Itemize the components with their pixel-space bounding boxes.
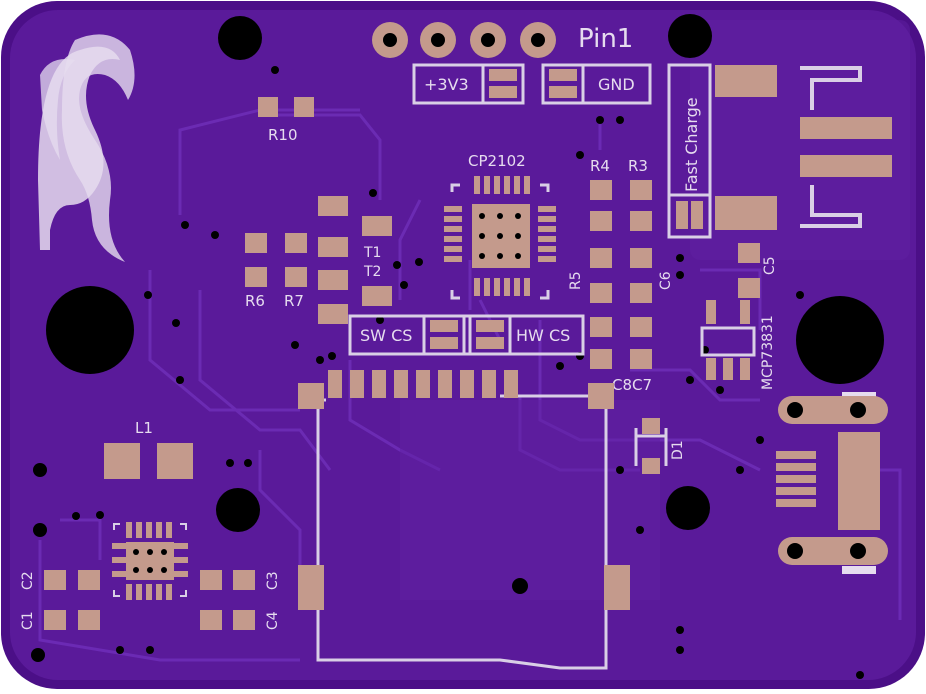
mount-hole-right: [796, 296, 884, 384]
label-c3: C3: [265, 571, 281, 590]
label-c2: C2: [20, 571, 36, 590]
label-d1: D1: [670, 440, 686, 460]
mount-hole-top: [218, 16, 262, 60]
label-c1: C1: [20, 611, 36, 630]
label-t1: T1: [363, 245, 381, 261]
label-cp2102: CP2102: [468, 152, 526, 170]
label-fast-charge: Fast Charge: [682, 97, 701, 192]
label-t2: T2: [363, 264, 381, 280]
label-3v3: +3V3: [424, 75, 469, 94]
mount-hole-bottom-right: [666, 486, 710, 530]
label-gnd: GND: [598, 75, 635, 94]
label-r4: R4: [590, 157, 610, 175]
mount-hole-left: [46, 286, 134, 374]
cp2102-chip: [444, 176, 556, 300]
label-c4: C4: [265, 611, 281, 630]
label-c8c7: C8C7: [612, 376, 652, 394]
vias: [31, 66, 864, 679]
logo-icon: [38, 34, 135, 262]
label-l1: L1: [135, 419, 153, 437]
regulator-chip: [112, 522, 188, 600]
label-r6: R6: [245, 292, 265, 310]
label-c5: C5: [762, 256, 778, 275]
label-r3: R3: [628, 157, 648, 175]
label-sw-cs: SW CS: [360, 326, 412, 345]
mount-hole-bottom-left: [216, 488, 260, 532]
usb-connector: [776, 392, 888, 574]
label-mcp73831: MCP73831: [760, 315, 776, 390]
hole-sd: [512, 578, 528, 594]
sd-card-slot: [298, 370, 630, 670]
label-r10: R10: [268, 126, 298, 144]
mount-hole-top-right: [668, 14, 712, 58]
label-hw-cs: HW CS: [516, 326, 570, 345]
header-pins: [372, 22, 556, 58]
label-r5: R5: [568, 271, 584, 290]
label-c6: C6: [658, 271, 674, 290]
label-pin1: Pin1: [578, 24, 633, 54]
label-r7: R7: [284, 292, 304, 310]
